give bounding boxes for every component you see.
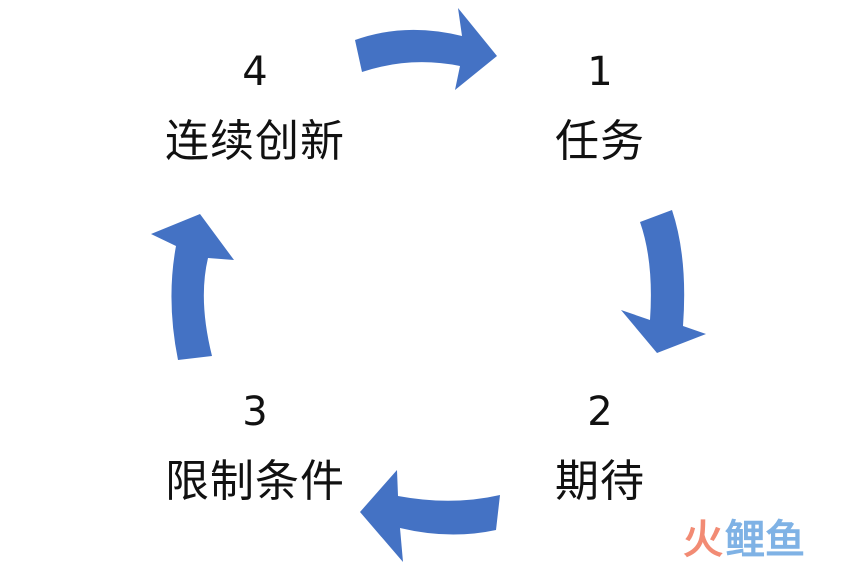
watermark-part-2: 鲤鱼 bbox=[725, 517, 805, 563]
node-number: 2 bbox=[587, 389, 613, 435]
watermark-logo: 火 鲤鱼 bbox=[683, 516, 843, 564]
arrow-3-to-4 bbox=[151, 214, 234, 360]
arrow-1-to-2 bbox=[621, 210, 706, 353]
node-number: 4 bbox=[242, 49, 268, 95]
node-label: 任务 bbox=[555, 116, 645, 167]
node-3-constraints: 3 限制条件 bbox=[150, 388, 360, 510]
node-label: 限制条件 bbox=[165, 456, 345, 507]
node-number: 3 bbox=[242, 389, 268, 435]
node-label: 期待 bbox=[555, 456, 645, 507]
node-2-expectation: 2 期待 bbox=[520, 388, 680, 510]
arrow-2-to-3 bbox=[360, 470, 500, 562]
watermark-part-1: 火 bbox=[683, 517, 723, 563]
node-1-task: 1 任务 bbox=[520, 48, 680, 170]
node-4-continuous-innovation: 4 连续创新 bbox=[150, 48, 360, 170]
node-number: 1 bbox=[587, 49, 613, 95]
arrow-4-to-1 bbox=[355, 8, 497, 90]
node-label: 连续创新 bbox=[165, 116, 345, 167]
